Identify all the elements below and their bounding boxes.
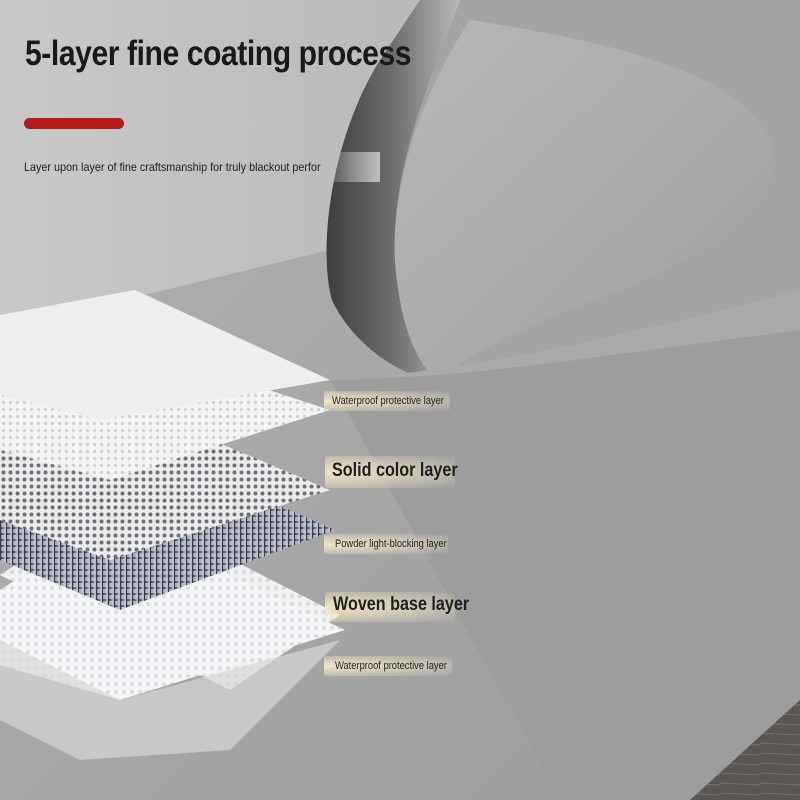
layer-4-label: Woven base layer bbox=[333, 594, 470, 615]
layer-1-label-glow bbox=[324, 391, 450, 411]
page-title: 5-layer fine coating process bbox=[25, 34, 412, 73]
layer-5-label-glow bbox=[324, 656, 452, 676]
layer-4-label-glow bbox=[325, 592, 455, 622]
subtitle-fade bbox=[320, 152, 380, 182]
layer-3-label-glow bbox=[324, 534, 448, 554]
layer-3-label: Powder light-blocking layer bbox=[335, 538, 447, 550]
layer-1-label: Waterproof protective layer bbox=[332, 395, 444, 407]
page-subtitle: Layer upon layer of fine craftsmanship f… bbox=[24, 160, 321, 174]
layer-2-label: Solid color layer bbox=[332, 460, 458, 481]
layer-5-label: Waterproof protective layer bbox=[335, 660, 447, 672]
layer-2-label-glow bbox=[325, 456, 455, 488]
accent-bar bbox=[24, 118, 124, 129]
